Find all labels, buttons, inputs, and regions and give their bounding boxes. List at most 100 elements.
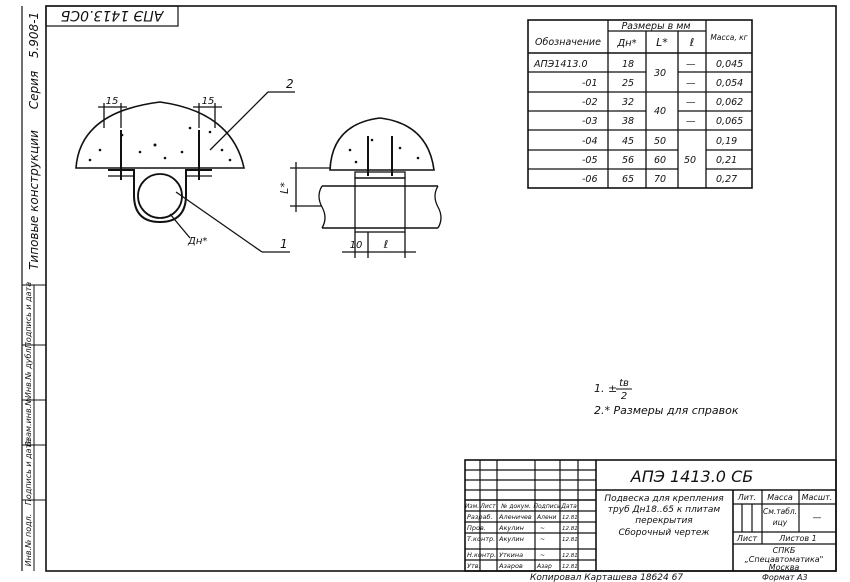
row-mass: 0,045 (716, 59, 743, 70)
person-name: Азаров (498, 562, 523, 570)
person-name: Аленичев (498, 513, 532, 521)
row-L: 60 (654, 155, 666, 166)
person-sign: ~ (540, 525, 545, 532)
doc-number: АПЭ 1413.0 СБ (630, 467, 753, 486)
row-l: — (686, 97, 696, 108)
doc-name-line1: Подвеска для крепления (604, 494, 724, 504)
role: Пров. (467, 524, 486, 532)
person-date: 12.81 (562, 526, 578, 532)
row-l: — (686, 116, 696, 127)
title-block (464, 459, 837, 572)
person-sign: ~ (540, 536, 545, 543)
row-l: — (686, 78, 696, 89)
person-sign: Азар (536, 563, 552, 570)
col-L: L* (656, 36, 668, 49)
row-dn: 65 (622, 174, 634, 185)
row-mass: 0,065 (716, 116, 743, 127)
role: Т.контр. (467, 535, 495, 543)
note-1-num: tв (619, 378, 629, 389)
col-designation: Обозначение (535, 37, 601, 48)
top-stamp-box (45, 5, 179, 27)
row-designation: АПЭ1413.0 (533, 59, 588, 70)
doc-name-line3: перекрытия (635, 516, 693, 526)
scale-value: — (813, 513, 822, 523)
lit-label: Лит. (737, 493, 756, 502)
row-designation: -03 (582, 116, 598, 127)
row-mass: 0,27 (716, 174, 737, 185)
footer-copy: Копировал Карташева 18624 67 (530, 573, 683, 582)
dim-10: 10 (350, 240, 363, 251)
dn-label: Дн* (187, 236, 207, 247)
footer-format: Формат А3 (762, 573, 808, 582)
person-name: Уткина (499, 551, 523, 559)
col-dn: Дн* (616, 38, 636, 49)
person-date: 12.81 (562, 553, 578, 559)
row-dn: 38 (622, 116, 634, 127)
main-view (75, 91, 295, 253)
hdr-date: Дата (560, 503, 577, 510)
org-line3: Москва (769, 563, 800, 572)
row-mass: 0,19 (716, 136, 737, 147)
role: Н.контр. (467, 551, 496, 559)
side-cell-1: Инв.№ подл. (24, 514, 33, 567)
row-mass: 0,054 (716, 78, 743, 89)
row-L: 50 (654, 136, 666, 147)
person-date: 12.81 (562, 515, 578, 521)
org-line2: „Спецавтоматика" (745, 555, 824, 564)
side-cell-4: Инв.№ дубл. (24, 346, 33, 398)
row-designation: -02 (582, 97, 598, 108)
series-label: Серия (27, 71, 41, 109)
person-date: 12.81 (562, 537, 578, 543)
person-sign: Алени (536, 514, 557, 521)
doc-name-line4: Сборочный чертеж (618, 528, 710, 538)
row-l: 50 (684, 155, 696, 166)
sheet-frame (45, 5, 837, 572)
row-dn: 25 (622, 78, 634, 89)
mass-label: Масса (767, 493, 793, 502)
person-name: Акулин (498, 524, 524, 532)
sheet-label: Лист (736, 534, 758, 543)
row-dn: 45 (622, 136, 634, 147)
mass-value-2: ицу (773, 518, 788, 527)
role: Утв. (467, 562, 481, 570)
side-view (290, 117, 442, 258)
dim-15-right: 15 (202, 96, 215, 107)
person-date: 12.81 (562, 564, 578, 570)
row-dn: 56 (622, 155, 634, 166)
side-cell-2: Подпись и дата (24, 439, 33, 505)
role: Разраб. (467, 513, 493, 521)
hdr-sign: Подпись (534, 503, 561, 510)
person-sign: ~ (540, 552, 545, 559)
person-name: Акулин (498, 535, 524, 543)
dim-l: ℓ (383, 238, 389, 251)
note-2: 2.* Размеры для справок (594, 404, 739, 417)
row-designation: -06 (582, 174, 598, 185)
side-cell-5: Подпись и дата (24, 282, 33, 348)
row-dn: 18 (622, 59, 634, 70)
title-block-left: Изм. Лист № докум. Подпись Дата Разраб. … (465, 503, 578, 570)
dim-15-left: 15 (106, 96, 119, 107)
callout-2: 2 (286, 77, 294, 91)
row-l: — (686, 59, 696, 70)
doc-name-line2: труб Дн18..65 к плитам (608, 505, 721, 515)
scale-label: Масшт. (802, 493, 833, 502)
dim-L: L* (278, 182, 291, 194)
mass-value: См.табл. (763, 507, 797, 516)
col-l: ℓ (689, 36, 695, 49)
table-rows: АПЭ1413.0 -01 -02 -03 -04 -05 -06 18 25 … (533, 59, 743, 185)
dimensions-table (527, 19, 753, 189)
row-mass: 0,21 (716, 155, 737, 166)
row-dn: 32 (622, 97, 634, 108)
side-title: Типовые конструкции (27, 130, 41, 270)
callout-1: 1 (280, 237, 288, 251)
sheets-label: Листов 1 (778, 534, 817, 543)
top-stamp-text: АПЭ 1413.0СБ (61, 7, 165, 23)
hdr-list: Лист (479, 503, 496, 510)
row-L: 70 (654, 174, 666, 185)
hdr-doc: № докум. (500, 503, 531, 510)
note-1-den: 2 (621, 391, 627, 402)
row-designation: -04 (582, 136, 598, 147)
table-group-header: Размеры в мм (621, 21, 690, 32)
note-1-prefix: 1. ± (594, 382, 617, 395)
